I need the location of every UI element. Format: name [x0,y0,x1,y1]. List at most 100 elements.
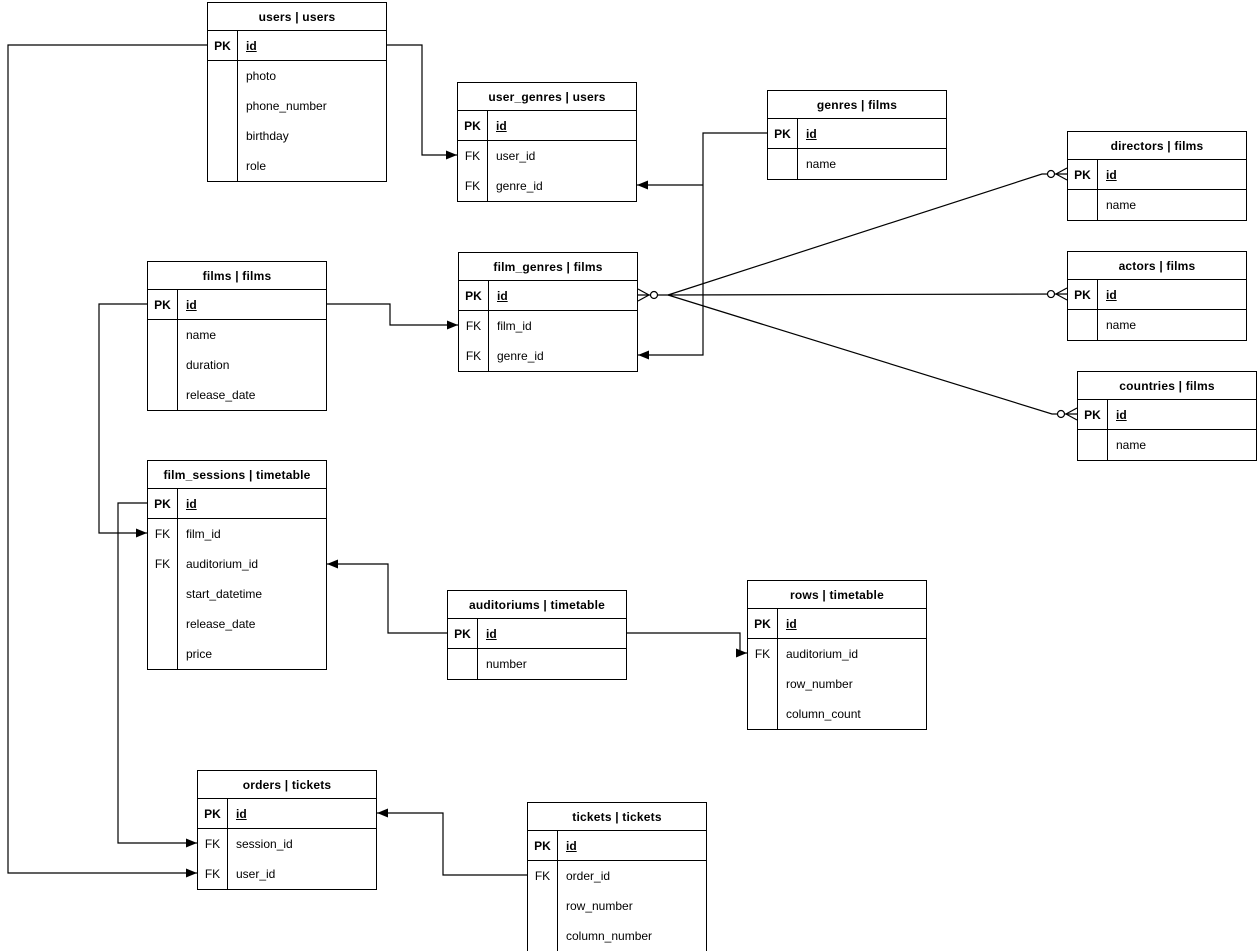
relationship-line [377,812,527,876]
attribute-row: release_date [148,380,326,410]
relationship-film-genres-id-to-directors-id [667,167,1068,296]
key-label: PK [448,619,478,648]
attribute-row: FK genre_id [459,341,637,371]
attribute-row: start_datetime [148,579,326,609]
key-label: PK [148,290,178,319]
crowfoot-marker [637,288,650,296]
entity-title: orders | tickets [198,771,376,799]
attribute-row: FK auditorium_id [148,549,326,579]
attribute-row: number [448,649,626,679]
attribute-name: column_count [786,707,861,721]
arrowhead-marker [377,808,388,818]
attribute-name: film_id [497,319,532,333]
arrowhead-marker [327,559,338,569]
attribute-row: name [1068,190,1246,220]
key-label [148,609,178,639]
attribute-name: genre_id [496,179,543,193]
key-label: PK [1068,160,1098,189]
key-label [448,649,478,679]
attribute-name: id [566,838,577,853]
crowfoot-marker [1055,173,1068,181]
attribute-row: phone_number [208,91,386,121]
key-label [1068,310,1098,340]
key-label: PK [208,31,238,60]
key-label: PK [198,799,228,828]
entity-title: tickets | tickets [528,803,706,831]
attribute-name: id [806,126,817,141]
arrowhead-marker [637,180,648,190]
relationship-line [7,44,207,874]
attribute-name: release_date [186,388,256,402]
key-label: FK [148,549,178,579]
attribute-name: auditorium_id [186,557,259,571]
attribute-name: film_id [186,527,221,541]
entity-title: film_sessions | timetable [148,461,326,489]
attribute-row: name [1068,310,1246,340]
crowfoot-marker [1065,413,1078,421]
attribute-row: column_number [528,921,706,951]
key-label: FK [458,141,488,171]
key-label: PK [458,111,488,140]
zero-circle-marker [1046,289,1056,299]
relationship-users-id-to-user-genres-user-id [387,44,457,160]
relationship-tickets-order-id-to-orders-id [377,808,527,876]
key-label [208,151,238,181]
relationship-line [667,173,1067,296]
arrowhead-marker [446,150,457,160]
relationship-auditoriums-id-to-rows-auditorium-id [627,632,747,658]
entity-title: films | films [148,262,326,290]
attribute-name: row_number [566,899,633,913]
key-label [768,149,798,179]
key-label: FK [459,341,489,371]
arrowhead-marker [736,648,747,658]
attribute-name: id [1106,287,1117,302]
relationship-film-genres-id-to-actors-id [667,287,1068,301]
attribute-name: genre_id [497,349,544,363]
attribute-name: id [1116,407,1127,422]
relationship-auditoriums-id-to-film-sessions-auditorium-id [327,559,447,634]
relationship-genres-id-to-film-genres-genre-id [638,132,767,360]
key-label [148,579,178,609]
relationship-film-genres-id-fan-stub [637,288,668,302]
key-label: PK [148,489,178,518]
arrowhead-marker [638,350,649,360]
relationship-line [387,44,457,156]
arrowhead-marker [186,868,197,878]
attribute-name: birthday [246,129,289,143]
attribute-row: column_count [748,699,926,729]
attribute-name: id [786,616,797,631]
attribute-row: row_number [528,891,706,921]
relationship-films-id-to-film-sessions-film-id [98,303,147,538]
relationship-line [667,294,1077,415]
entity-title: countries | films [1078,372,1256,400]
attribute-name: id [497,288,508,303]
key-label [1078,430,1108,460]
relationship-line [667,293,1068,296]
key-label [208,91,238,121]
